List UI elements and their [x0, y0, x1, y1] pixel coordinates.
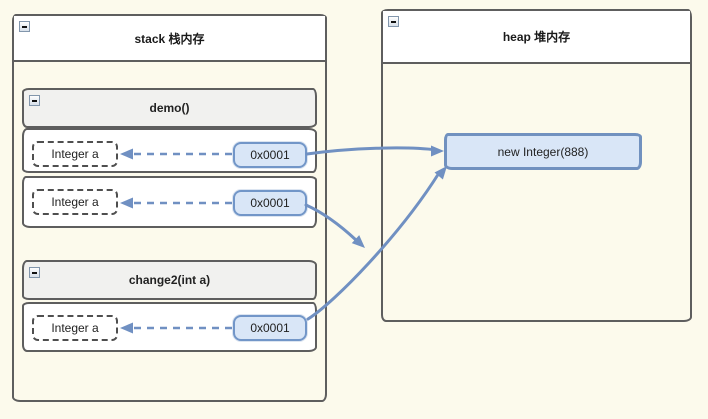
stack-container[interactable]: stack 栈内存 [12, 14, 327, 402]
collapse-icon[interactable] [29, 95, 40, 106]
minus-glyph [32, 99, 37, 102]
variable-label: Integer a [51, 321, 99, 335]
address-label: 0x0001 [250, 321, 290, 335]
frame-change2-title-bar[interactable]: change2(int a) [22, 260, 317, 300]
heap-title: heap 堆内存 [502, 30, 571, 44]
collapse-icon[interactable] [29, 267, 40, 278]
minus-glyph [391, 20, 396, 23]
variable-label: Integer a [51, 147, 99, 161]
address-label: 0x0001 [250, 196, 290, 210]
frame-change2-title: change2(int a) [128, 273, 211, 287]
heap-title-bar: heap 堆内存 [383, 11, 690, 64]
minus-glyph [22, 25, 27, 28]
heap-object-box[interactable]: new Integer(888) [444, 133, 642, 170]
variable-box[interactable]: Integer a [32, 315, 118, 341]
frame-demo-title: demo() [149, 101, 190, 115]
heap-object-label: new Integer(888) [497, 144, 589, 159]
address-label: 0x0001 [250, 148, 290, 162]
collapse-icon[interactable] [388, 16, 399, 27]
variable-box[interactable]: Integer a [32, 141, 118, 167]
collapse-icon[interactable] [19, 21, 30, 32]
stack-title: stack 栈内存 [134, 31, 205, 46]
variable-box[interactable]: Integer a [32, 189, 118, 215]
stack-title-bar: stack 栈内存 [14, 16, 325, 62]
arrowhead-down-right [351, 235, 365, 248]
minus-glyph [32, 271, 37, 274]
frame-demo-title-bar[interactable]: demo() [22, 88, 317, 128]
variable-label: Integer a [51, 195, 99, 209]
address-box[interactable]: 0x0001 [233, 142, 307, 168]
address-box[interactable]: 0x0001 [233, 190, 307, 216]
address-box[interactable]: 0x0001 [233, 315, 307, 341]
